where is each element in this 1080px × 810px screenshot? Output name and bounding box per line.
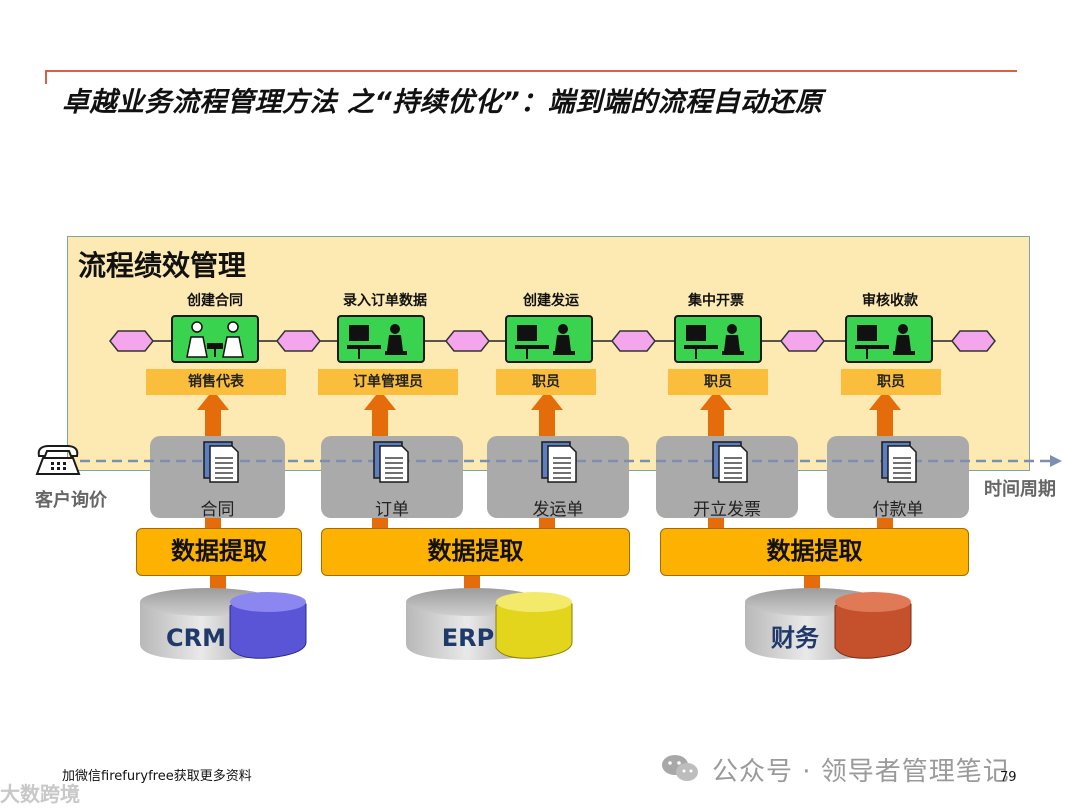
role-box: 销售代表	[146, 369, 286, 395]
document-label: 合同	[200, 500, 235, 520]
document-icon	[540, 440, 580, 488]
document-icon	[202, 440, 242, 488]
document-label: 开立发票	[693, 500, 761, 520]
connector-hexagon	[951, 330, 996, 352]
connector-hexagon	[780, 330, 825, 352]
upward-arrow	[700, 390, 732, 450]
document-label: 订单	[375, 500, 409, 520]
footer-note: 加微信firefuryfree获取更多资料	[62, 769, 252, 784]
data-extraction-bar: 数据提取	[136, 528, 302, 576]
upward-arrow	[364, 390, 396, 450]
actor-workstation-icon	[845, 315, 933, 363]
document-label: 发运单	[532, 500, 584, 520]
page-title: 卓越业务流程管理方法 之“持续优化”：端到端的流程自动还原	[62, 87, 823, 118]
connector-hexagon	[445, 330, 490, 352]
data-extraction-bar: 数据提取	[321, 528, 630, 576]
step-label: 集中开票	[688, 293, 744, 309]
upward-arrow	[531, 390, 563, 450]
upward-arrow	[869, 390, 901, 450]
watermark-text: 公众号 · 领导者管理笔记	[712, 757, 1010, 787]
title-rule-tick	[45, 70, 47, 84]
connector-hexagon	[611, 330, 656, 352]
actor-workstation-icon	[674, 315, 762, 363]
wechat-icon	[660, 752, 700, 788]
step-label: 录入订单数据	[343, 293, 427, 309]
finance-database-icon: 财务	[743, 584, 918, 668]
document-icon	[372, 440, 412, 488]
crm-database-label: CRM	[166, 624, 226, 652]
actor-workstation-icon	[505, 315, 593, 363]
role-box: 职员	[841, 369, 941, 395]
step-label: 创建发运	[523, 293, 579, 309]
role-box: 职员	[496, 369, 596, 395]
title-rule	[45, 70, 1017, 72]
role-box: 职员	[668, 369, 768, 395]
finance-database-label: 财务	[771, 624, 820, 652]
document-label: 付款单	[872, 500, 924, 520]
step-label: 审核收款	[862, 293, 918, 309]
crm-database-icon: CRM	[138, 584, 313, 668]
actor-meeting-icon	[171, 315, 259, 363]
erp-database-label: ERP	[442, 624, 494, 652]
data-extraction-bar: 数据提取	[660, 528, 969, 576]
time-cycle-label: 时间周期	[984, 479, 1056, 500]
timeline-arrowhead	[1050, 455, 1062, 467]
document-icon	[711, 440, 751, 488]
role-box: 订单管理员	[318, 369, 458, 395]
upward-arrow	[197, 390, 229, 450]
actor-workstation-icon	[337, 315, 425, 363]
document-icon	[880, 440, 920, 488]
upward-arrows	[197, 390, 901, 450]
step-label: 创建合同	[187, 293, 243, 309]
panel-title: 流程绩效管理	[78, 249, 247, 282]
page-number: 79	[1000, 770, 1017, 785]
telephone-icon	[33, 442, 83, 482]
erp-database-icon: ERP	[404, 584, 579, 668]
connector-hexagon	[109, 330, 154, 352]
customer-inquiry-label: 客户询价	[35, 490, 107, 511]
corner-watermark: 大数跨境	[0, 782, 80, 806]
connector-hexagon	[276, 330, 321, 352]
